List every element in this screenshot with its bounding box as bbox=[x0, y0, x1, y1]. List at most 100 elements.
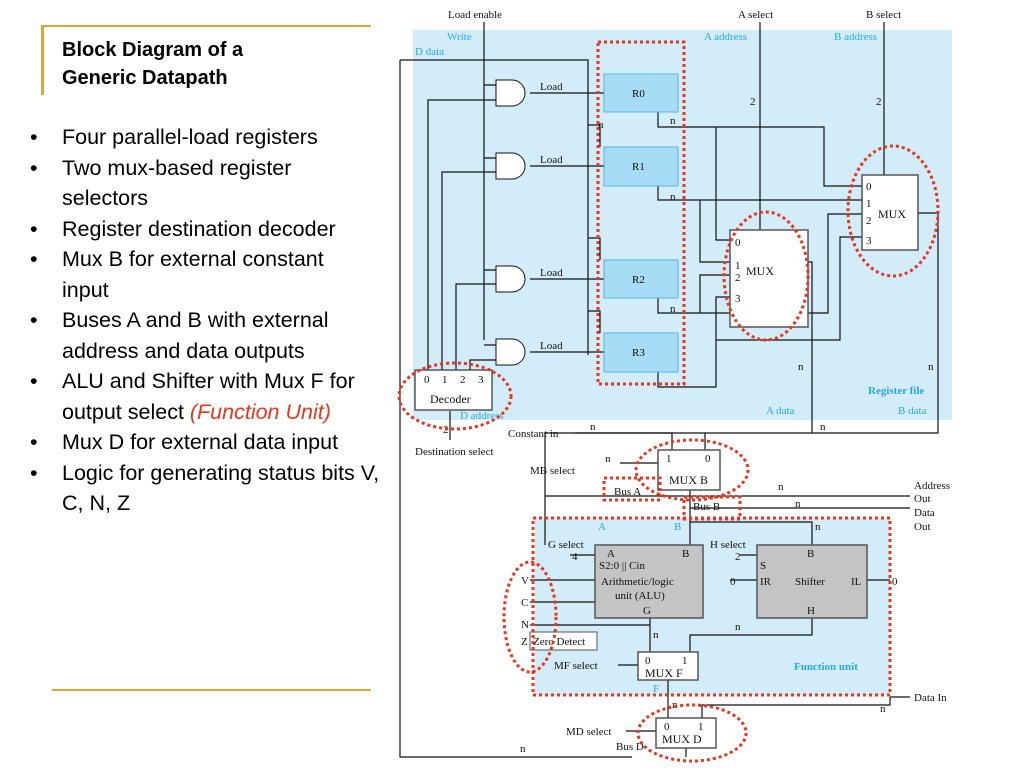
d-data-label: D data bbox=[415, 46, 444, 58]
port-b-label: B bbox=[674, 521, 681, 533]
h-select-label: H select bbox=[710, 539, 746, 551]
zero-detect-label: Zero Detect bbox=[533, 636, 585, 648]
alu-label: unit (ALU) bbox=[615, 590, 665, 602]
a-mux-highlight bbox=[722, 210, 810, 342]
width-label: n bbox=[778, 481, 784, 493]
function-unit-highlight: (Function Unit) bbox=[189, 399, 331, 424]
title-line: Generic Datapath bbox=[62, 67, 228, 89]
load-label: Load bbox=[540, 267, 563, 279]
data-in-label: Data In bbox=[914, 692, 947, 704]
constant-zero-label: 0 bbox=[892, 576, 898, 588]
g-select-label: G select bbox=[548, 539, 584, 551]
width-label: n bbox=[598, 119, 604, 131]
mf-select-label: MF select bbox=[554, 660, 598, 672]
top-divider bbox=[44, 25, 371, 27]
mux-label: MUX bbox=[746, 264, 774, 278]
register-r3 bbox=[603, 332, 679, 373]
function-unit-label: Function unit bbox=[794, 661, 858, 673]
bus-b-highlight bbox=[682, 495, 742, 521]
mux-input-label: 3 bbox=[735, 293, 741, 305]
shifter-select-label: S bbox=[760, 560, 766, 572]
register-label: R1 bbox=[632, 161, 645, 173]
registers-highlight bbox=[596, 40, 686, 386]
width-label: n bbox=[928, 361, 934, 373]
bullet-item: Mux D for external data input bbox=[28, 427, 388, 458]
mux-d bbox=[655, 717, 717, 749]
mux-b bbox=[657, 449, 721, 491]
mux-input-label: 2 bbox=[866, 215, 872, 227]
width-label: 2 bbox=[876, 96, 882, 108]
width-label: 2 bbox=[735, 551, 741, 563]
bullet-item: Register destination decoder bbox=[28, 214, 388, 245]
address-out-label: Out bbox=[914, 493, 931, 505]
mux-input-label: 0 bbox=[735, 237, 741, 249]
alu-select-label: S2:0 || Cin bbox=[599, 560, 645, 572]
bus-a-highlight bbox=[602, 476, 662, 502]
register-r1 bbox=[603, 146, 679, 187]
mux-label: MUX bbox=[878, 207, 906, 221]
bullet-item: Mux B for external constant input bbox=[28, 244, 372, 305]
register-label: R3 bbox=[632, 347, 645, 359]
width-label: n bbox=[653, 629, 659, 641]
alu-port-label: B bbox=[682, 548, 689, 560]
width-label: n bbox=[820, 421, 826, 433]
b-data-label: B data bbox=[898, 405, 927, 417]
shifter-port-label: B bbox=[807, 548, 814, 560]
width-label: n bbox=[795, 498, 801, 510]
status-bits-highlight bbox=[502, 560, 558, 674]
load-label: Load bbox=[540, 340, 563, 352]
constant-zero-label: 0 bbox=[730, 576, 736, 588]
title-accent-bar bbox=[41, 25, 44, 95]
mux-input-label: 2 bbox=[735, 272, 741, 284]
mux-input-label: 3 bbox=[866, 235, 872, 247]
bullet-text: Two mux-based register selectors bbox=[62, 155, 292, 211]
a-mux bbox=[729, 229, 809, 328]
title-line: Block Diagram of a bbox=[62, 39, 244, 61]
mux-d-highlight bbox=[636, 703, 748, 763]
bullet-text: Mux D for external data input bbox=[62, 430, 339, 454]
md-select-label: MD select bbox=[566, 726, 612, 738]
mux-input-label: 1 bbox=[735, 260, 741, 272]
address-out-label: Address bbox=[914, 480, 950, 492]
width-label: 4 bbox=[572, 551, 578, 563]
constant-in-label: Constant in bbox=[508, 428, 559, 440]
shifter-label: Shifter bbox=[795, 576, 825, 588]
width-label: n bbox=[815, 521, 821, 533]
mux-f-label: MUX F bbox=[645, 666, 683, 680]
load-enable-label: Load enable bbox=[448, 9, 502, 21]
width-label: n bbox=[590, 421, 596, 433]
width-label: n bbox=[520, 743, 526, 755]
bullet-text: Register destination decoder bbox=[62, 216, 336, 241]
width-label: n bbox=[670, 191, 676, 203]
register-r0 bbox=[603, 73, 679, 113]
width-label: n bbox=[670, 115, 676, 127]
width-label: 2 bbox=[750, 96, 756, 108]
register-label: R0 bbox=[632, 88, 645, 100]
register-file-label: Register file bbox=[868, 385, 924, 397]
alu-label: Arithmetic/logic bbox=[601, 576, 674, 588]
bullet-text: Four parallel-load registers bbox=[62, 125, 318, 149]
data-out-label: Data bbox=[914, 507, 935, 519]
mux-input-label: 0 bbox=[705, 453, 711, 465]
a-address-label: A address bbox=[704, 31, 747, 43]
bullet-text: Mux B for external constant input bbox=[62, 247, 324, 302]
data-out-label: Out bbox=[914, 521, 931, 533]
mux-d-label: MUX D bbox=[662, 732, 702, 746]
decoder-highlight bbox=[397, 361, 513, 431]
and-gate-icon bbox=[495, 79, 526, 107]
mux-input-label: 1 bbox=[866, 198, 872, 210]
mux-input-label: 0 bbox=[645, 655, 651, 667]
status-z-label: Z bbox=[521, 636, 528, 648]
bullet-list: Four parallel-load registers Two mux-bas… bbox=[28, 122, 388, 519]
mux-f bbox=[637, 651, 699, 681]
decoder-output-label: 2 bbox=[460, 374, 466, 386]
and-gate-icon bbox=[495, 152, 526, 180]
bus-b-label: Bus B bbox=[693, 501, 720, 513]
width-label: n bbox=[735, 621, 741, 633]
mux-b-highlight bbox=[634, 438, 750, 502]
bullet-item: Four parallel-load registers bbox=[28, 122, 388, 153]
zero-detect bbox=[529, 631, 598, 651]
shifter-output-label: H bbox=[807, 605, 815, 617]
port-a-label: A bbox=[598, 521, 606, 533]
bullet-text: ALU and Shifter with Mux F for output se… bbox=[62, 369, 355, 424]
